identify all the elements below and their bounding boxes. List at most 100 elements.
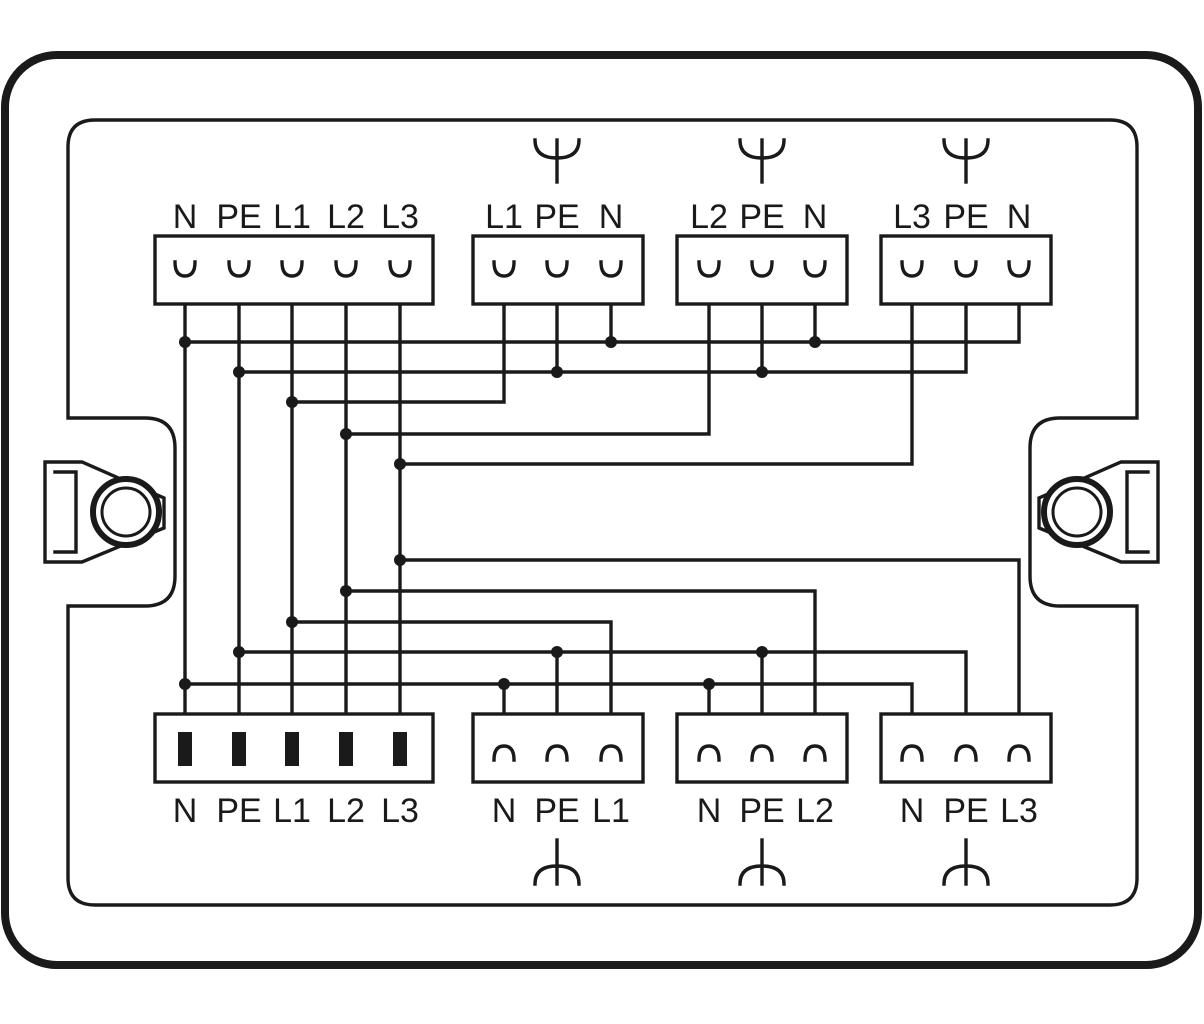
junction-dot [286, 396, 298, 408]
pin-label: N [599, 198, 624, 236]
socket-symbol-icon [942, 138, 990, 184]
right-mounting-lug [1037, 460, 1160, 564]
junction-dot [179, 678, 191, 690]
pin-label: L3 [381, 198, 419, 236]
junction-dot [340, 428, 352, 440]
connector-body [471, 234, 645, 306]
pin-label: L3 [893, 198, 931, 236]
socket-contact-icon [388, 260, 412, 278]
pin-label: N [173, 198, 198, 236]
pin-label: N [173, 792, 198, 830]
junction-dot [703, 678, 715, 690]
pin-label: PE [739, 792, 784, 830]
pin-label: N [803, 198, 828, 236]
pin-label: L2 [327, 198, 365, 236]
junction-dots [179, 336, 821, 690]
socket-contact-icon [227, 260, 251, 278]
socket-contact-icon [750, 744, 774, 762]
junction-dot [233, 646, 245, 658]
junction-dot [286, 616, 298, 628]
pin-label: L2 [327, 792, 365, 830]
connector-body [879, 234, 1053, 306]
junction-dot [394, 458, 406, 470]
pin-label: L2 [690, 198, 728, 236]
pin-label: L3 [381, 792, 419, 830]
inner-panel-outline [66, 118, 1139, 907]
connector-body [675, 234, 849, 306]
socket-symbol-icon [533, 838, 581, 886]
socket-contact-icon [900, 744, 924, 762]
pin-label: L1 [592, 792, 630, 830]
plug-pin-icon [285, 732, 299, 766]
pin-label: L2 [796, 792, 834, 830]
junction-dot [756, 646, 768, 658]
junction-dot [498, 678, 510, 690]
wiring-lines [183, 274, 1021, 748]
pin-label: L3 [1000, 792, 1038, 830]
pin-label: PE [739, 198, 784, 236]
socket-symbol-icon [738, 138, 786, 184]
junction-dot [179, 336, 191, 348]
wire-line [290, 620, 613, 746]
wire-line [344, 589, 817, 746]
socket-contact-icon [750, 260, 774, 278]
pin-label: PE [534, 198, 579, 236]
junction-dot [394, 554, 406, 566]
socket-contact-icon [803, 260, 827, 278]
socket-contact-icon [954, 744, 978, 762]
wire-line [290, 274, 506, 404]
wire-line [183, 274, 1021, 344]
connector-body [153, 234, 435, 306]
junction-dot [340, 585, 352, 597]
pin-label: L1 [273, 198, 311, 236]
socket-contact-icon [697, 744, 721, 762]
left-mounting-lug [43, 460, 166, 564]
pin-label: L1 [273, 792, 311, 830]
junction-dot [756, 366, 768, 378]
socket-symbol-icon [738, 838, 786, 886]
pin-label: PE [943, 198, 988, 236]
connector-bottom-out-2: N PE L2 [675, 712, 849, 886]
socket-symbol-icon [533, 138, 581, 184]
socket-contact-icon [599, 744, 623, 762]
socket-contact-icon [697, 260, 721, 278]
socket-contact-icon [900, 260, 924, 278]
socket-contact-icon [803, 744, 827, 762]
pin-label: L1 [485, 198, 523, 236]
junction-dot [233, 366, 245, 378]
plug-pin-icon [232, 732, 246, 766]
socket-contact-icon [1007, 260, 1031, 278]
socket-contact-icon [1007, 744, 1031, 762]
pin-label: PE [216, 792, 261, 830]
socket-contact-icon [954, 260, 978, 278]
socket-contact-icon [599, 260, 623, 278]
socket-contact-icon [280, 260, 304, 278]
connector-top-5pole: N PE L1 L2 L3 [153, 198, 435, 306]
pin-label: PE [216, 198, 261, 236]
pin-label: N [697, 792, 722, 830]
socket-contact-icon [492, 260, 516, 278]
socket-contact-icon [334, 260, 358, 278]
pin-label: PE [943, 792, 988, 830]
wire-line [344, 274, 711, 436]
plug-pin-icon [178, 732, 192, 766]
pin-label: N [900, 792, 925, 830]
socket-contact-icon [545, 744, 569, 762]
junction-dot [551, 366, 563, 378]
wire-line [398, 274, 914, 466]
junction-dot [551, 646, 563, 658]
pin-label: PE [534, 792, 579, 830]
socket-contact-icon [545, 260, 569, 278]
connector-top-out-2: L2 PE N [675, 138, 849, 306]
junction-dot [809, 336, 821, 348]
wire-line [398, 558, 1021, 746]
connector-bottom-5pole: N PE L1 L2 L3 [153, 712, 435, 830]
socket-contact-icon [492, 744, 516, 762]
socket-symbol-icon [942, 838, 990, 886]
socket-contact-icon [173, 260, 197, 278]
junction-dot [605, 336, 617, 348]
